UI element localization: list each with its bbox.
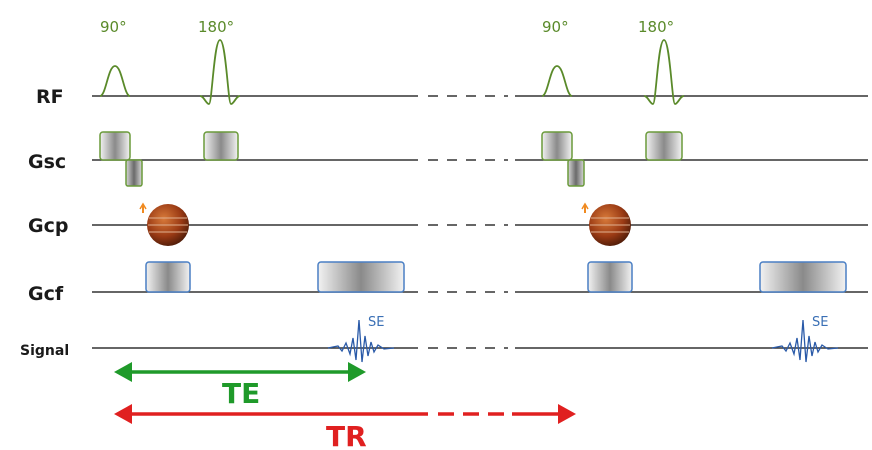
gsc-lobe-90-first — [99, 131, 131, 161]
gsc-lobe-180-second — [645, 131, 683, 161]
gsc-lobe-180-first — [203, 131, 239, 161]
rf-pulse-90-second — [541, 65, 573, 97]
rf-pulse-180-first — [199, 39, 241, 105]
echo-label-first: SE — [368, 315, 384, 330]
gsc-lobe-90-second — [541, 131, 573, 161]
spin-echo-second — [771, 319, 839, 363]
pulse-label-90-second: 90° — [542, 18, 569, 36]
gcf-dephase-second — [587, 261, 633, 293]
rf-pulses — [99, 39, 685, 105]
pulse-label-90-first: 90° — [100, 18, 127, 36]
slice-select-gradients — [99, 131, 683, 187]
row-label-gcp: Gcp — [28, 215, 68, 237]
row-label-signal: Signal — [20, 343, 69, 359]
te-label: TE — [222, 377, 260, 410]
spin-echo-signals — [327, 319, 839, 363]
row-label-gsc: Gsc — [28, 151, 66, 173]
te-arrow — [114, 362, 366, 382]
phase-encode-gradients — [139, 202, 631, 246]
gcf-readout-first — [317, 261, 405, 293]
phase-encode-sphere-second — [581, 202, 631, 246]
gsc-rephase-second — [567, 159, 585, 187]
pulse-label-180-first: 180° — [198, 18, 234, 36]
gsc-rephase-first — [125, 159, 143, 187]
row-label-gcf: Gcf — [28, 283, 64, 305]
rf-pulse-180-second — [643, 39, 685, 105]
gcf-readout-second — [759, 261, 847, 293]
tr-label: TR — [326, 420, 367, 450]
tr-arrow — [114, 404, 576, 424]
echo-label-second: SE — [812, 315, 828, 330]
phase-encode-sphere-first — [139, 202, 189, 246]
spin-echo-first — [327, 319, 395, 363]
row-label-rf: RF — [36, 86, 64, 108]
pulse-label-180-second: 180° — [638, 18, 674, 36]
gcf-dephase-first — [145, 261, 191, 293]
frequency-encode-gradients — [145, 261, 847, 293]
rf-pulse-90-first — [99, 65, 131, 97]
